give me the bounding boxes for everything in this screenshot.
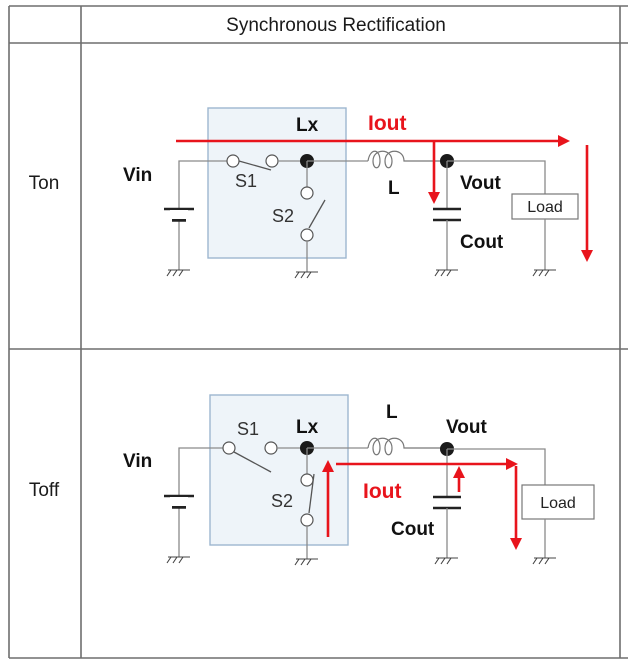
- table-header: Synchronous Rectification: [226, 15, 446, 36]
- s2-contact-top: [300, 186, 314, 200]
- lx-label: Lx: [296, 417, 319, 438]
- ground-icon: [532, 269, 557, 277]
- row-label-toff: Toff: [29, 480, 60, 501]
- switch-block: [207, 107, 347, 259]
- vin-wire: [178, 447, 225, 557]
- vout-label: Vout: [446, 417, 487, 438]
- load-label: Load: [527, 199, 563, 216]
- inductor-label: L: [386, 402, 398, 423]
- toff-circuit-diagram: Vin S1 Lx S2 L Vout Cout: [123, 394, 595, 566]
- s1-label: S1: [235, 171, 257, 191]
- load-box: [521, 484, 595, 520]
- arrowhead-icon: [428, 192, 440, 204]
- ground-icon: [434, 557, 459, 565]
- vin-label: Vin: [123, 451, 152, 472]
- s1-label: S1: [237, 419, 259, 439]
- s2-blade: [308, 473, 315, 514]
- lx-label: Lx: [296, 115, 319, 136]
- ground-icon: [434, 269, 459, 277]
- s2-contact-bottom: [300, 228, 314, 242]
- s1-contact-right: [265, 154, 279, 168]
- cout-label: Cout: [460, 232, 504, 253]
- s1-blade: [238, 160, 272, 171]
- arrowhead-icon: [558, 135, 570, 147]
- s1-contact-left: [226, 154, 240, 168]
- inductor-coil: [367, 437, 445, 456]
- vin-wire: [178, 160, 233, 270]
- row-label-ton: Ton: [29, 173, 60, 194]
- arrowhead-icon: [510, 538, 522, 550]
- arrowhead-icon: [322, 460, 334, 472]
- inductor-coil: [367, 150, 445, 169]
- arrowhead-icon: [453, 466, 465, 478]
- ground-icon: [532, 557, 557, 565]
- arrowhead-icon: [581, 250, 593, 262]
- s2-label: S2: [272, 206, 294, 226]
- ground-icon: [294, 271, 319, 279]
- load-label: Load: [540, 495, 576, 512]
- inductor-label: L: [388, 178, 400, 199]
- s2-contact-top: [300, 473, 314, 487]
- ground-icon: [166, 556, 191, 564]
- s2-contact-bottom: [300, 513, 314, 527]
- s2-blade: [308, 199, 326, 229]
- iout-label: Iout: [368, 112, 406, 135]
- ton-circuit-diagram: Vin S1 Lx S2 L Vout Cout: [123, 107, 593, 279]
- s1-contact-right: [264, 441, 278, 455]
- vout-label: Vout: [460, 173, 501, 194]
- ground-icon: [166, 269, 191, 277]
- iout-label: Iout: [363, 480, 401, 503]
- ground-icon: [294, 558, 319, 566]
- s1-contact-left: [222, 441, 236, 455]
- table-grid: [8, 5, 628, 659]
- vin-label: Vin: [123, 165, 152, 186]
- cout-label: Cout: [391, 519, 435, 540]
- s1-blade: [233, 451, 272, 473]
- s2-label: S2: [271, 491, 293, 511]
- load-box: [511, 193, 579, 220]
- arrowhead-icon: [506, 458, 518, 470]
